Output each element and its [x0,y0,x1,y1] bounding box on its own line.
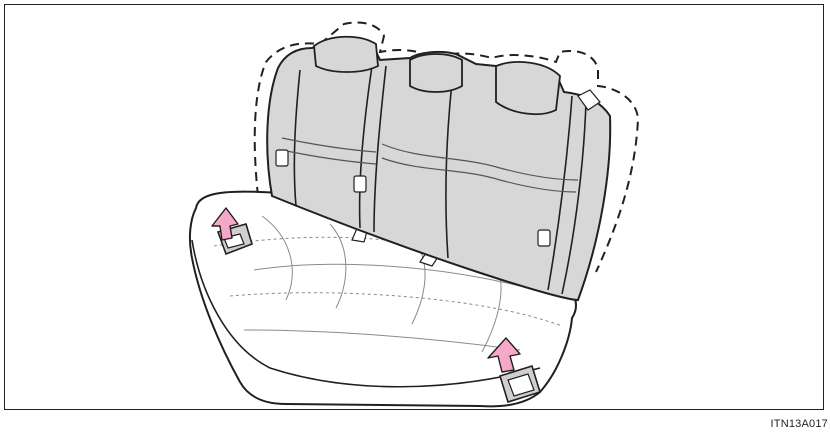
headrest-center [410,54,462,92]
headrest-left [314,37,378,72]
headrest-right [496,62,560,114]
figure-code: ITN13A017 [771,418,828,430]
